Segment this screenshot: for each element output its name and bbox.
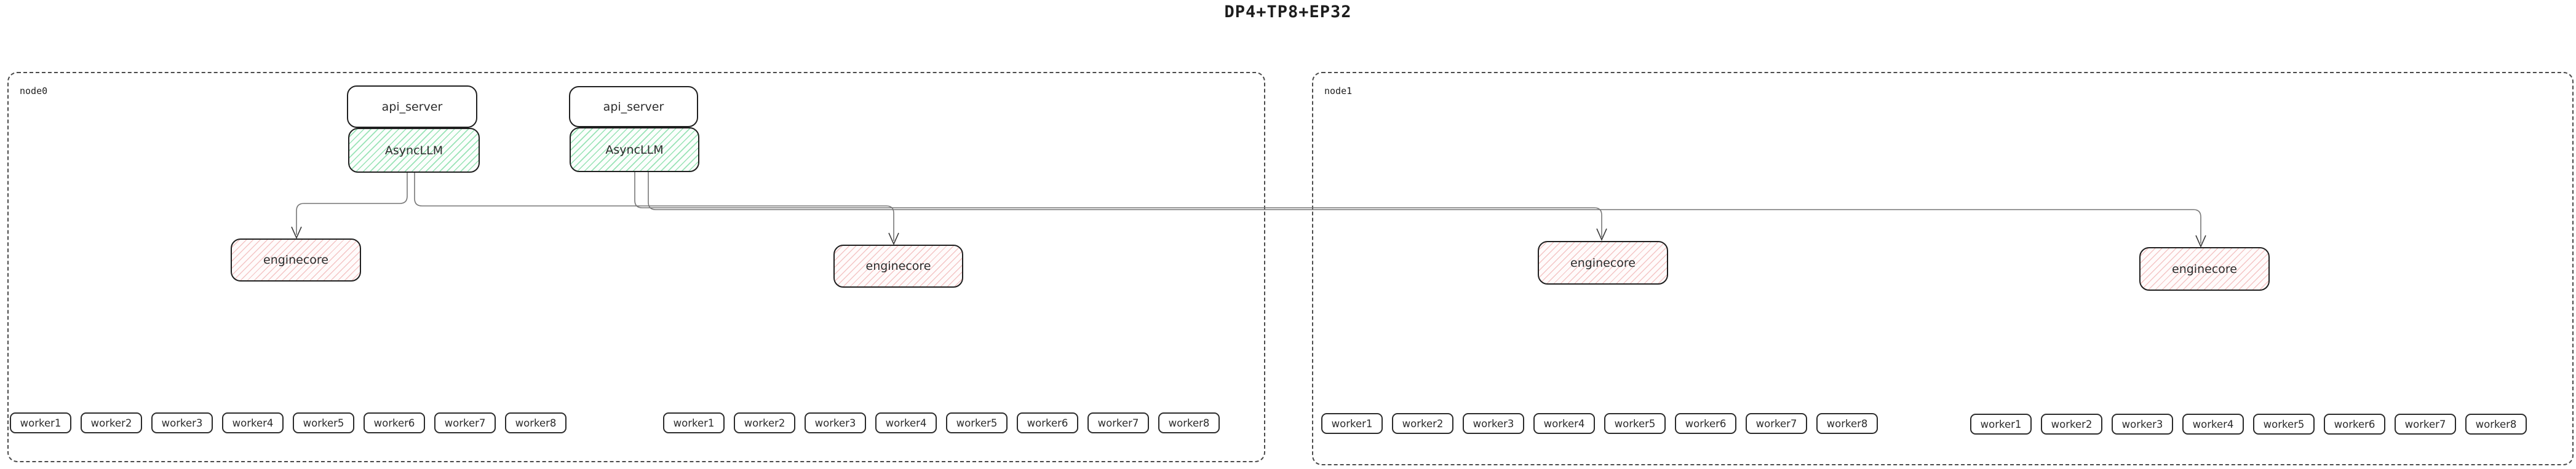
worker-group-node1-1: worker1 worker2 worker3 worker4 worker5 … [1321, 413, 1878, 434]
worker-box: worker3 [2112, 414, 2173, 435]
worker-box: worker4 [875, 412, 937, 433]
worker-box: worker3 [1463, 413, 1524, 434]
worker-box: worker8 [505, 412, 566, 433]
worker-box: worker4 [1533, 413, 1595, 434]
worker-box: worker8 [2465, 414, 2527, 435]
api-server-label: api_server [603, 100, 664, 114]
worker-label: worker4 [2192, 418, 2234, 430]
asyncllm-box-2: AsyncLLM [570, 127, 699, 172]
worker-box: worker4 [2182, 414, 2244, 435]
worker-box: worker3 [805, 412, 866, 433]
worker-box: worker7 [1746, 413, 1807, 434]
worker-label: worker2 [90, 417, 132, 429]
worker-box: worker6 [2324, 414, 2385, 435]
asyncllm-label: AsyncLLM [384, 143, 443, 157]
enginecore-label: enginecore [1570, 256, 1636, 270]
worker-label: worker6 [1027, 417, 1068, 429]
worker-box: worker5 [946, 412, 1008, 433]
worker-box: worker2 [1392, 413, 1453, 434]
worker-box: worker6 [1017, 412, 1078, 433]
worker-label: worker8 [1826, 417, 1868, 430]
worker-box: worker1 [1321, 413, 1383, 434]
node1-container: node1 [1312, 72, 2574, 465]
worker-label: worker5 [2263, 418, 2305, 430]
worker-label: worker7 [2404, 418, 2446, 430]
enginecore-box-1: enginecore [231, 238, 361, 282]
api-server-label: api_server [381, 100, 443, 114]
node0-label: node0 [20, 85, 48, 97]
worker-label: worker2 [1402, 417, 1444, 430]
worker-label: worker1 [1331, 417, 1373, 430]
asyncllm-box-1: AsyncLLM [348, 128, 480, 173]
worker-group-node0-2: worker1 worker2 worker3 worker4 worker5 … [663, 412, 1220, 433]
worker-box: worker2 [81, 412, 142, 433]
worker-label: worker1 [1980, 418, 2022, 430]
worker-box: worker1 [1970, 414, 2032, 435]
worker-label: worker7 [1097, 417, 1139, 429]
worker-box: worker2 [734, 412, 795, 433]
worker-box: worker1 [10, 412, 71, 433]
worker-label: worker3 [161, 417, 203, 429]
worker-box: worker7 [2395, 414, 2456, 435]
node1-label: node1 [1324, 85, 1353, 97]
worker-group-node0-1: worker1 worker2 worker3 worker4 worker5 … [10, 412, 566, 433]
worker-label: worker2 [2051, 418, 2093, 430]
asyncllm-label: AsyncLLM [605, 143, 664, 157]
enginecore-label: enginecore [865, 259, 931, 273]
worker-label: worker1 [673, 417, 715, 429]
worker-label: worker3 [1473, 417, 1514, 430]
worker-box: worker4 [222, 412, 284, 433]
worker-box: worker1 [663, 412, 725, 433]
worker-box: worker7 [434, 412, 496, 433]
worker-group-node1-2: worker1 worker2 worker3 worker4 worker5 … [1970, 414, 2527, 435]
node0-container: node0 [7, 72, 1265, 462]
worker-label: worker8 [2475, 418, 2517, 430]
worker-box: worker8 [1158, 412, 1220, 433]
worker-label: worker5 [956, 417, 998, 429]
enginecore-label: enginecore [2172, 262, 2237, 276]
worker-label: worker3 [2121, 418, 2163, 430]
worker-box: worker5 [2253, 414, 2315, 435]
worker-box: worker6 [364, 412, 425, 433]
worker-box: worker2 [2041, 414, 2102, 435]
worker-label: worker2 [744, 417, 785, 429]
worker-box: worker8 [1816, 413, 1878, 434]
worker-box: worker6 [1675, 413, 1736, 434]
worker-box: worker7 [1087, 412, 1149, 433]
enginecore-box-3: enginecore [1538, 241, 1668, 285]
worker-label: worker7 [1755, 417, 1797, 430]
enginecore-label: enginecore [263, 253, 328, 267]
enginecore-box-2: enginecore [833, 245, 963, 288]
enginecore-box-4: enginecore [2139, 247, 2270, 291]
worker-label: worker8 [1168, 417, 1210, 429]
worker-label: worker6 [2334, 418, 2375, 430]
worker-label: worker3 [814, 417, 856, 429]
worker-label: worker1 [20, 417, 62, 429]
worker-label: worker7 [444, 417, 486, 429]
api-server-box-2: api_server [569, 86, 698, 127]
worker-label: worker4 [232, 417, 274, 429]
worker-box: worker5 [293, 412, 354, 433]
worker-label: worker5 [1614, 417, 1656, 430]
diagram-title: DP4+TP8+EP32 [1224, 2, 1352, 22]
worker-box: worker5 [1604, 413, 1666, 434]
worker-label: worker5 [303, 417, 344, 429]
worker-label: worker6 [1685, 417, 1727, 430]
worker-label: worker4 [1543, 417, 1585, 430]
worker-label: worker4 [885, 417, 927, 429]
api-server-box-1: api_server [347, 85, 477, 128]
worker-label: worker6 [373, 417, 415, 429]
worker-box: worker3 [151, 412, 213, 433]
worker-label: worker8 [515, 417, 557, 429]
